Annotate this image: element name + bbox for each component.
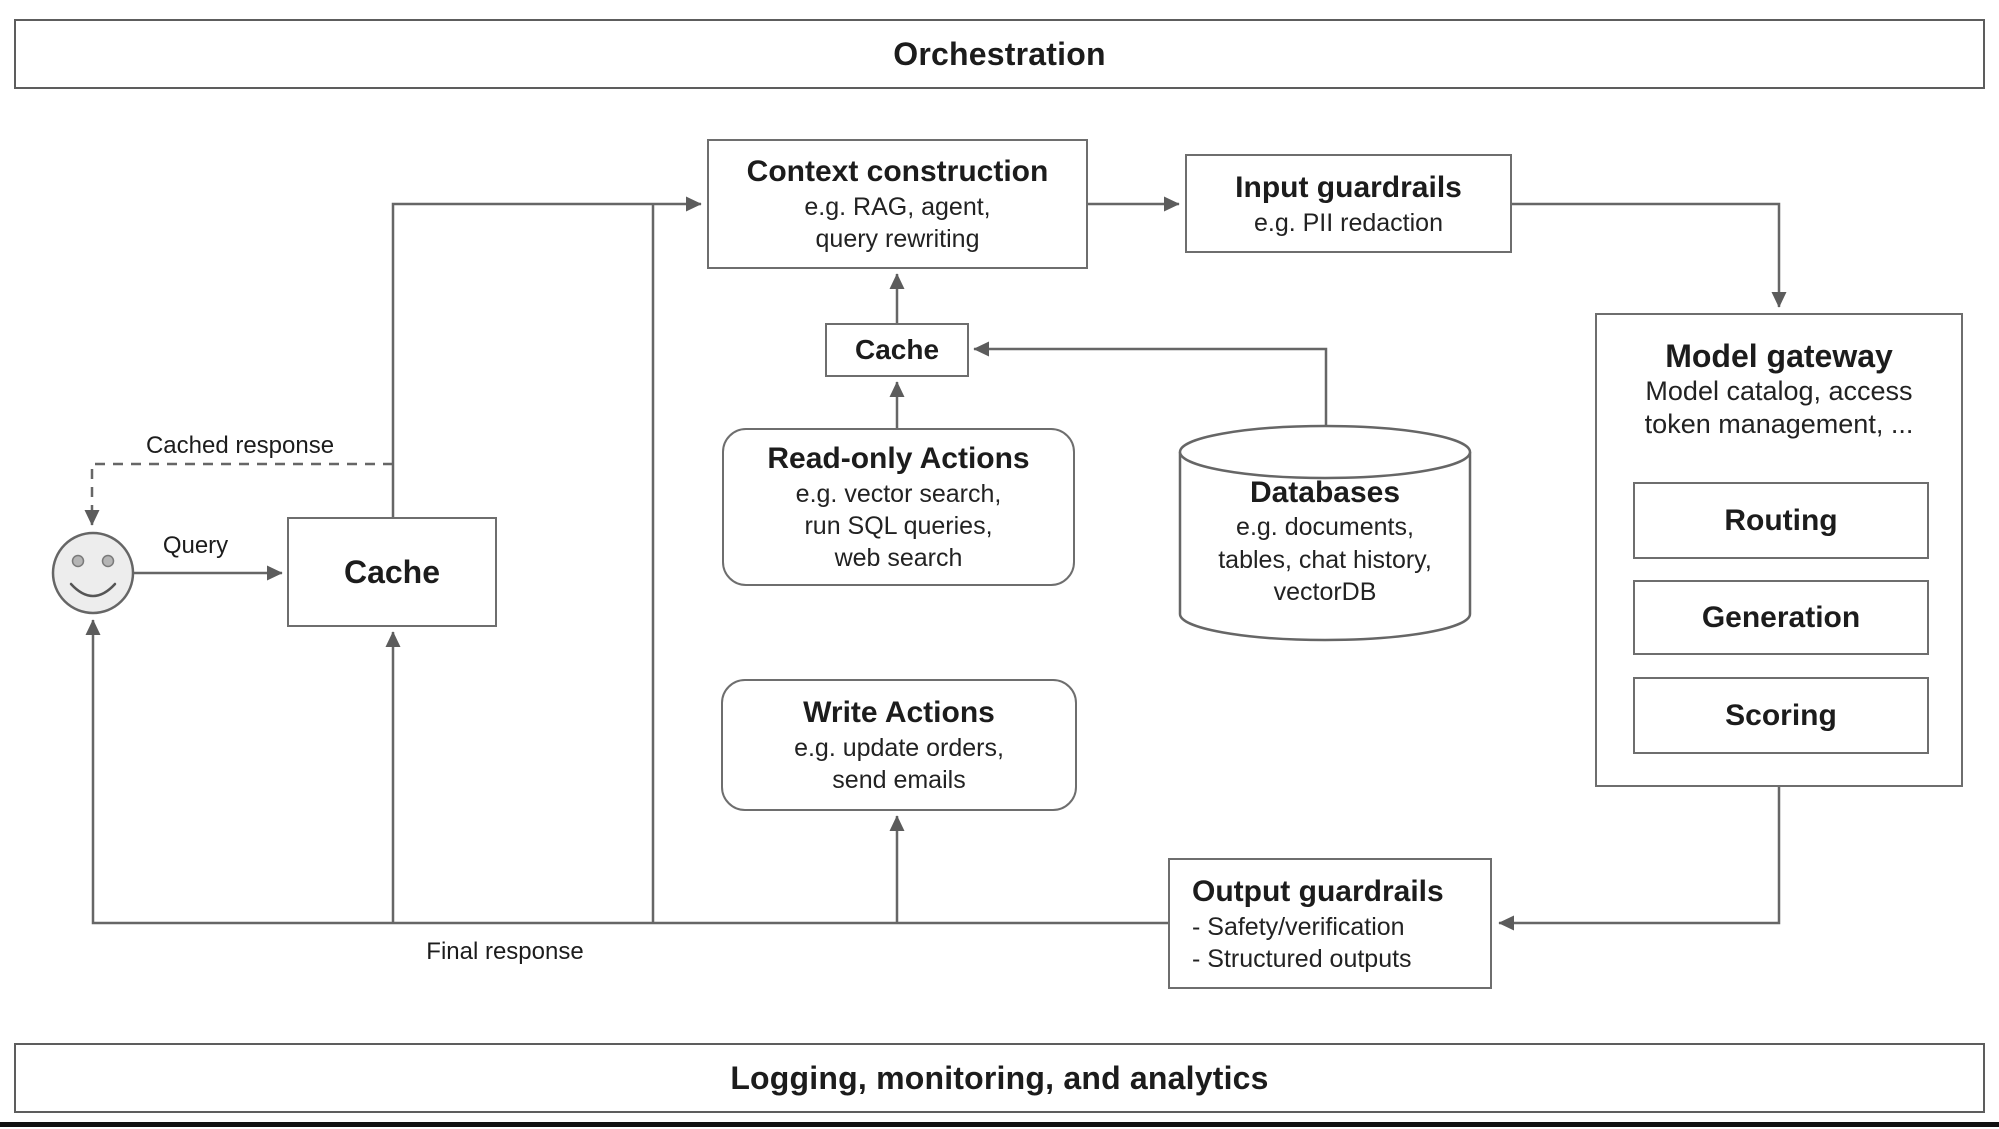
node-write-actions: Write Actions e.g. update orders, send e… (721, 679, 1077, 811)
input-guardrails-line: e.g. PII redaction (1253, 208, 1443, 237)
model-gateway-line: Model catalog, access (1645, 376, 1913, 406)
bottom-border-rule (0, 1122, 1999, 1127)
node-generation: Generation (1633, 580, 1929, 655)
final-response-label: Final response (426, 938, 584, 965)
user-icon (51, 531, 135, 615)
node-context-cache: Cache (825, 323, 969, 377)
write-actions-line: send emails (832, 766, 966, 794)
context-construction-line: e.g. RAG, agent, (804, 193, 991, 221)
node-scoring: Scoring (1633, 677, 1929, 754)
node-routing: Routing (1633, 482, 1929, 559)
databases-title: Databases (1249, 476, 1401, 509)
node-input-guardrails: Input guardrails e.g. PII redaction (1185, 154, 1512, 253)
arrow-input-guardrails-to-model-gateway (1512, 202, 1787, 308)
databases-line: vectorDB (1273, 578, 1377, 606)
logging-bar: Logging, monitoring, and analytics (14, 1043, 1985, 1113)
database-cylinder-icon (1178, 424, 1472, 642)
model-gateway-line: token management, ... (1644, 409, 1914, 439)
scoring-label: Scoring (1725, 698, 1837, 732)
node-user-cache: Cache (287, 517, 497, 627)
model-gateway-title: Model gateway (1665, 338, 1893, 374)
databases-line: e.g. documents, (1236, 513, 1414, 541)
databases-line: tables, chat history, (1218, 545, 1432, 574)
write-actions-line: e.g. update orders, (794, 734, 1004, 762)
context-cache-label: Cache (854, 334, 940, 365)
node-context-construction: Context construction e.g. RAG, agent, qu… (707, 139, 1088, 269)
read-only-actions-title: Read-only Actions (767, 442, 1030, 475)
arrow-final-response-to-user (85, 619, 1168, 925)
arrow-cached-response-dashed (84, 462, 393, 526)
read-only-actions-line: web search (834, 544, 963, 572)
context-construction-line: query rewriting (815, 225, 980, 253)
generation-label: Generation (1701, 600, 1861, 634)
node-model-gateway: Model gateway Model catalog, access toke… (1595, 313, 1963, 787)
arrow-cache-to-context-construction (391, 196, 702, 517)
write-actions-title: Write Actions (803, 696, 995, 729)
output-guardrails-line: - Safety/verification (1192, 912, 1405, 941)
input-guardrails-title: Input guardrails (1235, 170, 1462, 204)
query-label: Query (162, 532, 229, 559)
read-only-actions-line: run SQL queries, (804, 512, 993, 540)
output-guardrails-line: - Structured outputs (1192, 944, 1412, 973)
cached-response-label: Cached response (145, 432, 335, 459)
context-construction-title: Context construction (746, 155, 1049, 188)
output-guardrails-title: Output guardrails (1192, 874, 1444, 908)
routing-label: Routing (1724, 503, 1838, 537)
orchestration-title: Orchestration (893, 35, 1106, 72)
arrow-model-gateway-to-output-guardrails (1498, 787, 1781, 931)
node-output-guardrails: Output guardrails - Safety/verification … (1168, 858, 1492, 989)
databases-text: Databases e.g. documents, tables, chat h… (1190, 474, 1460, 609)
logging-title: Logging, monitoring, and analytics (730, 1059, 1269, 1096)
arrow-databases-to-cache (973, 341, 1328, 426)
user-cache-label: Cache (343, 553, 441, 590)
node-read-only-actions: Read-only Actions e.g. vector search, ru… (722, 428, 1075, 586)
orchestration-bar: Orchestration (14, 19, 1985, 89)
read-only-actions-line: e.g. vector search, (795, 480, 1002, 508)
